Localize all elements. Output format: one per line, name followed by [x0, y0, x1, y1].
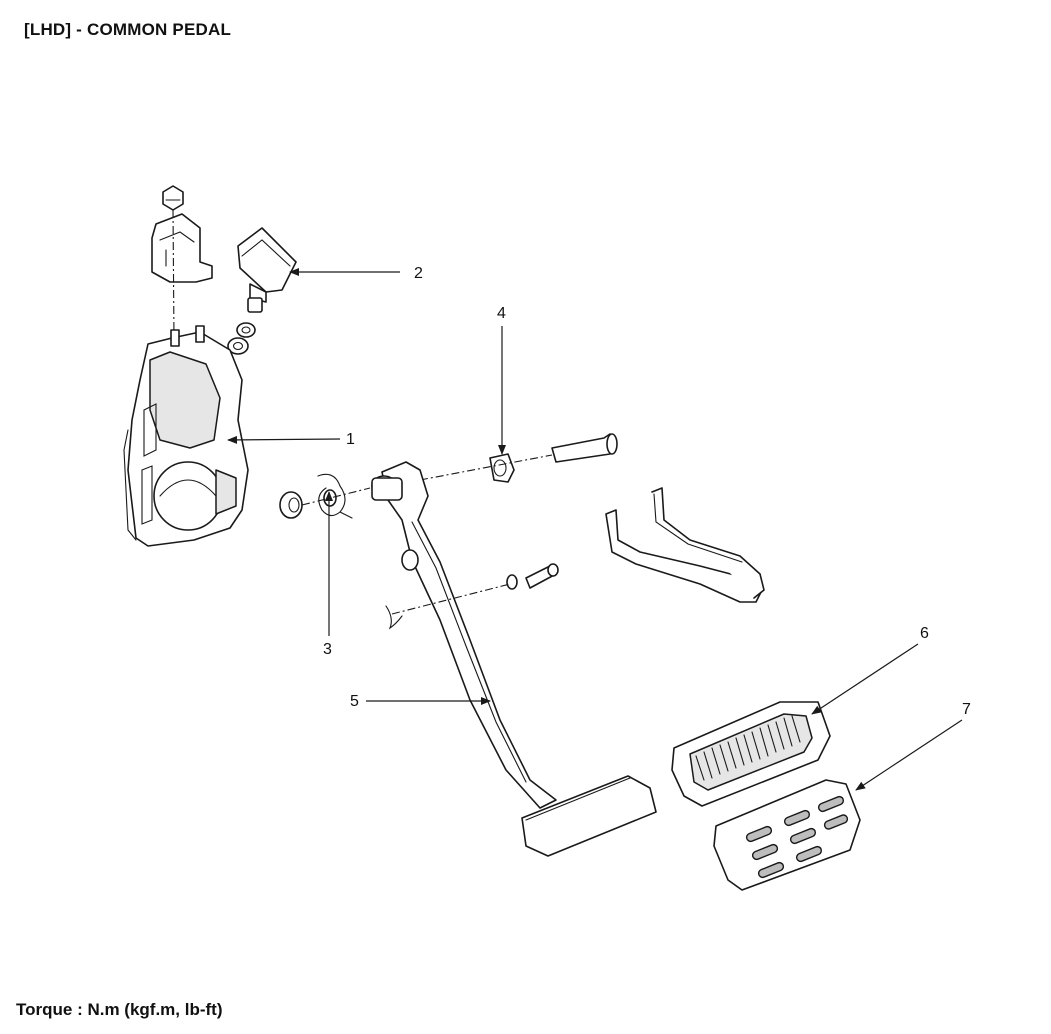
callout-4: 4	[497, 305, 506, 322]
leader-line-1	[227, 435, 341, 444]
diagram-title: [LHD] - COMMON PEDAL	[24, 20, 232, 39]
bracket-cover	[151, 213, 213, 283]
callout-7: 7	[962, 701, 971, 718]
callout-3: 3	[323, 641, 332, 658]
torque-unit-label: Torque : N.m (kgf.m, lb-ft)	[16, 1000, 223, 1019]
pedal-bolt	[506, 563, 559, 590]
pedal-pad-base	[521, 775, 657, 857]
callout-1: 1	[346, 431, 355, 448]
callout-2: 2	[414, 265, 423, 282]
callout-6: 6	[920, 625, 929, 642]
pivot-pin	[551, 433, 618, 463]
guide-rod	[605, 487, 765, 603]
assembly-axis-line	[172, 209, 175, 341]
leader-line-6	[811, 643, 919, 715]
callout-5: 5	[350, 693, 359, 710]
nut	[162, 185, 184, 211]
bolt-axis-line	[391, 583, 511, 615]
pivot-axis-line	[419, 454, 553, 481]
snap-clip	[385, 605, 403, 630]
pedal-arm	[371, 461, 557, 809]
pedal-member-bracket	[123, 325, 249, 547]
washers	[227, 322, 256, 355]
pedal-pad-cover	[671, 701, 831, 807]
accelerator-pad	[713, 779, 861, 891]
return-spring	[279, 473, 353, 519]
pedal-switch	[237, 227, 297, 313]
spring-axis-line	[301, 487, 371, 506]
leader-line-7	[855, 719, 963, 791]
pivot-bushing	[489, 453, 515, 483]
